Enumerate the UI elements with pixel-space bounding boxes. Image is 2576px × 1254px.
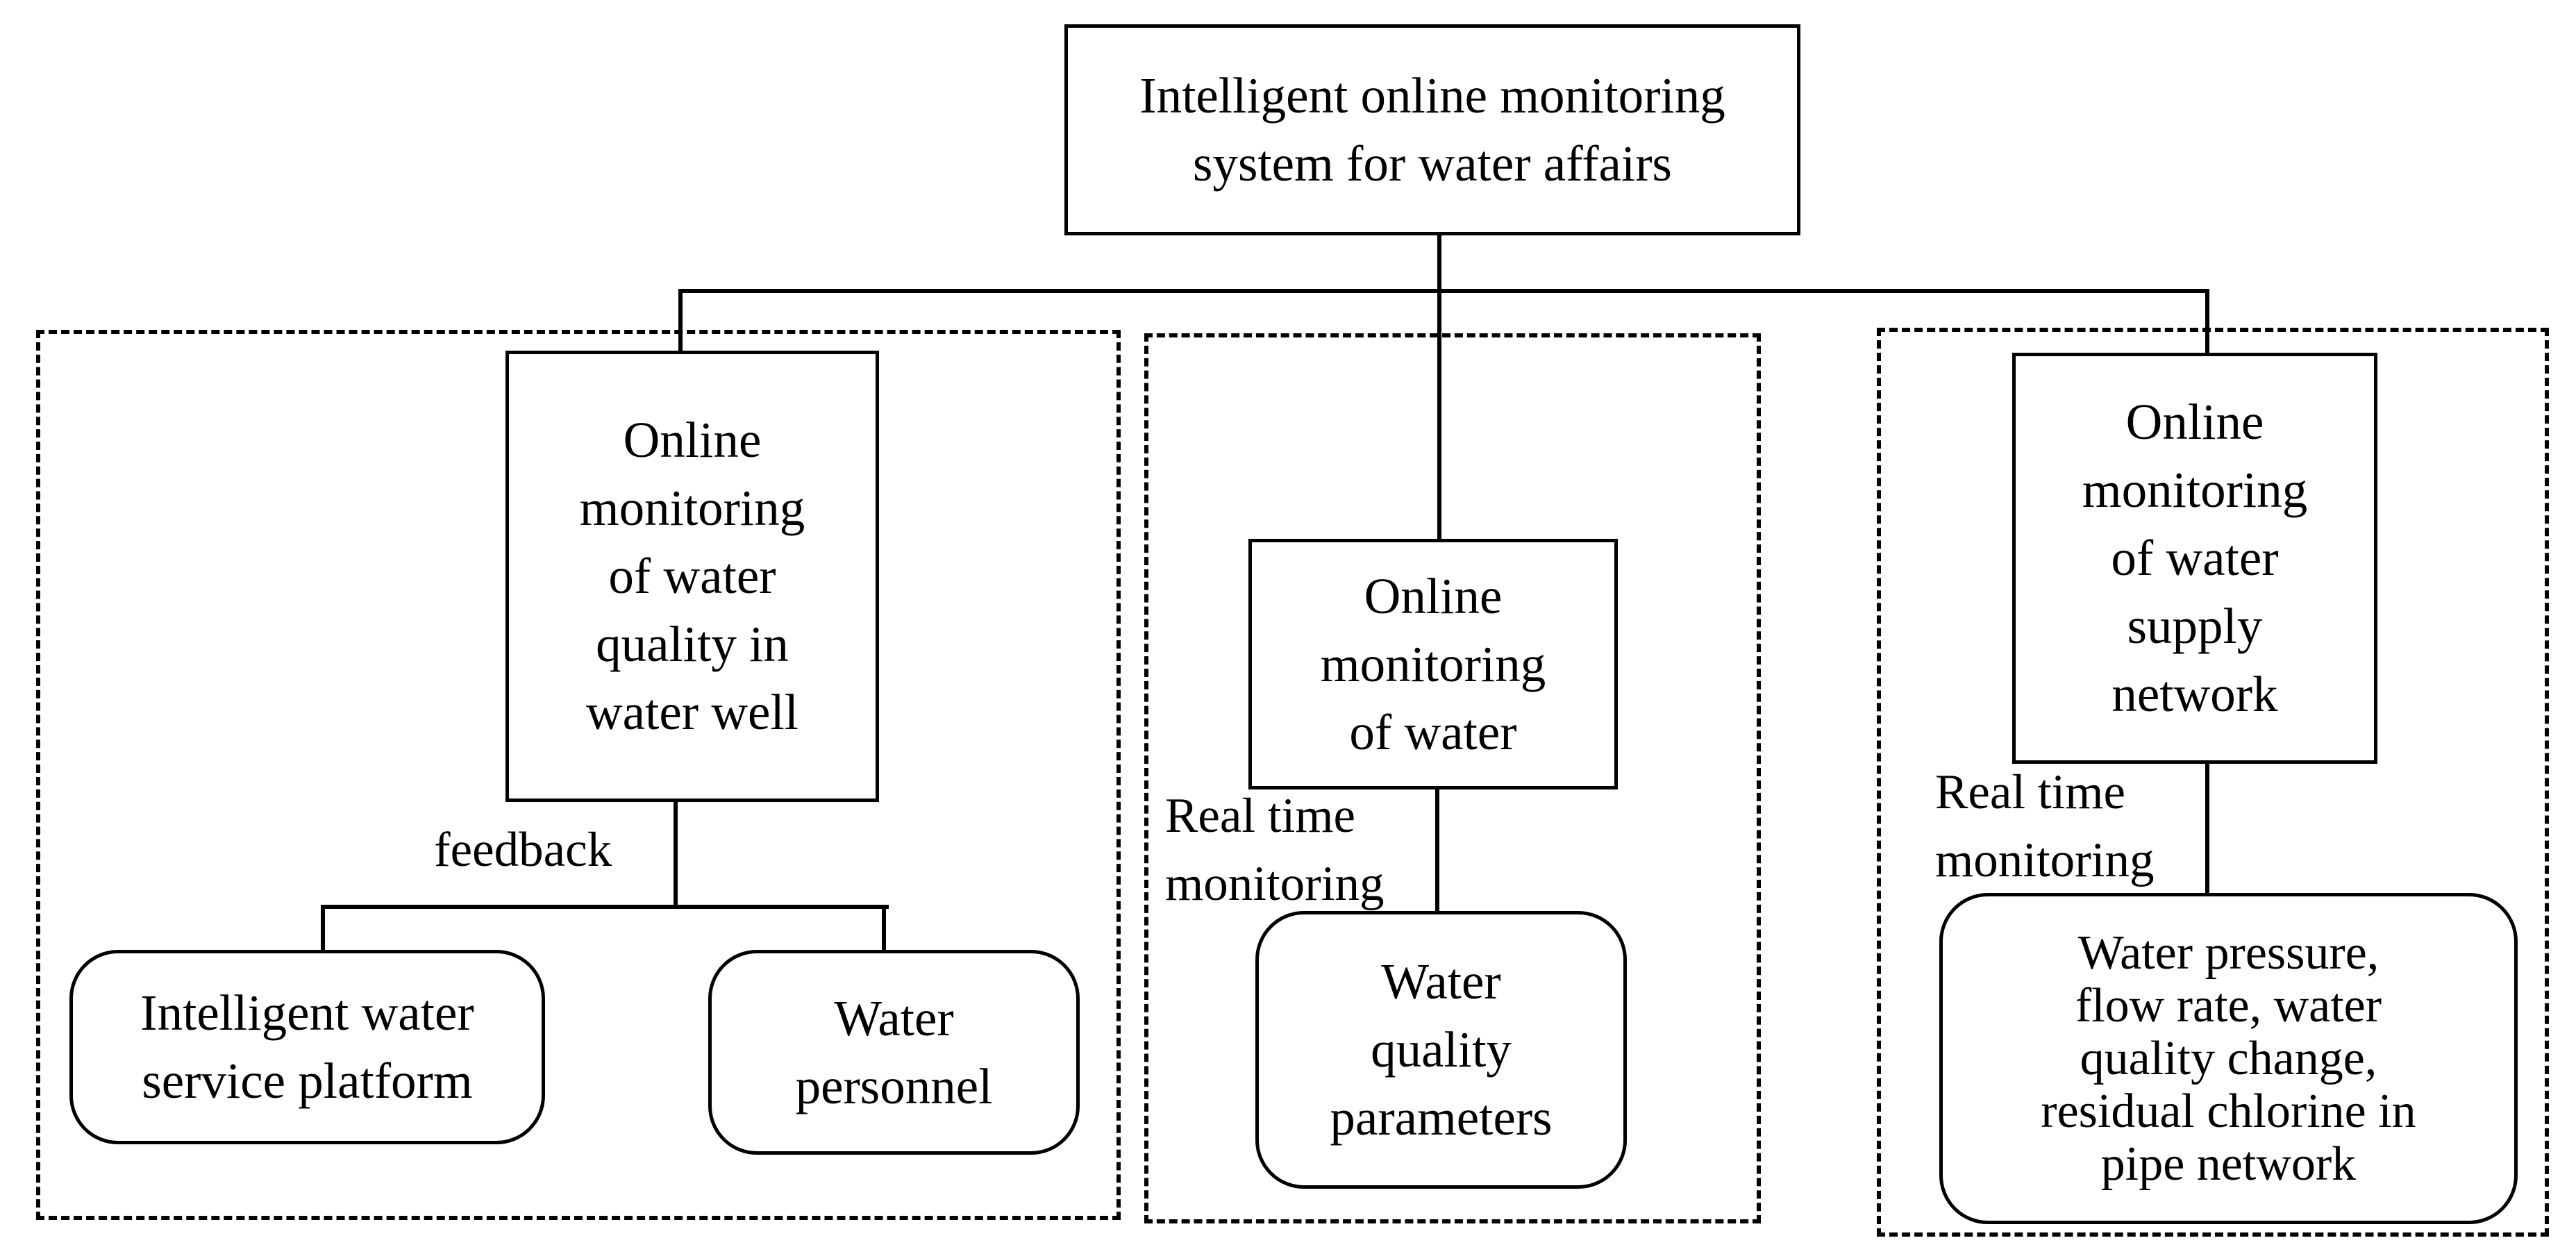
drop-group-3 (2205, 289, 2209, 356)
group-1-container (36, 330, 1121, 1220)
group-1-child-1-box: Intelligent water service platform (69, 950, 545, 1144)
root-label: Intelligent online monitoring system for… (1139, 67, 1725, 192)
group-1-stem (674, 802, 678, 908)
group-2-stem (1435, 789, 1439, 914)
group-1-child-1-label: Intelligent water service platform (140, 985, 474, 1109)
group-2-title: Online monitoring of water (1320, 567, 1546, 760)
group-3-child-1-label: Water pressure, flow rate, water quality… (2041, 926, 2416, 1191)
group-2-child-1-label: Water quality parameters (1330, 953, 1553, 1146)
group-2-child-1-box: Water quality parameters (1255, 911, 1627, 1189)
group-3-title: Online monitoring of water supply networ… (2082, 394, 2308, 722)
group-1-drop-right (882, 905, 886, 955)
drop-group-1 (678, 289, 683, 353)
group-3-child-1-box: Water pressure, flow rate, water quality… (1939, 893, 2518, 1224)
group-3-connector-label: Real time monitoring (1935, 765, 2155, 887)
group-1-child-2-box: Water personnel (708, 950, 1080, 1155)
group-3-stem (2205, 764, 2209, 896)
group-1-child-2-label: Water personnel (795, 989, 993, 1114)
root-stem (1437, 235, 1441, 540)
group-1-bus (321, 905, 889, 909)
group-1-drop-left (321, 905, 325, 955)
group-1-title: Online monitoring of water quality in wa… (579, 412, 805, 740)
root-box: Intelligent online monitoring system for… (1064, 24, 1800, 235)
group-3-title-box: Online monitoring of water supply networ… (2012, 353, 2377, 764)
top-bus (678, 289, 2209, 293)
group-1-title-box: Online monitoring of water quality in wa… (505, 351, 879, 802)
group-1-connector-label: feedback (434, 823, 612, 877)
group-2-container (1144, 333, 1761, 1223)
group-2-title-box: Online monitoring of water (1248, 539, 1618, 789)
group-3-container (1877, 328, 2549, 1237)
group-2-connector-label: Real time monitoring (1165, 789, 1385, 911)
